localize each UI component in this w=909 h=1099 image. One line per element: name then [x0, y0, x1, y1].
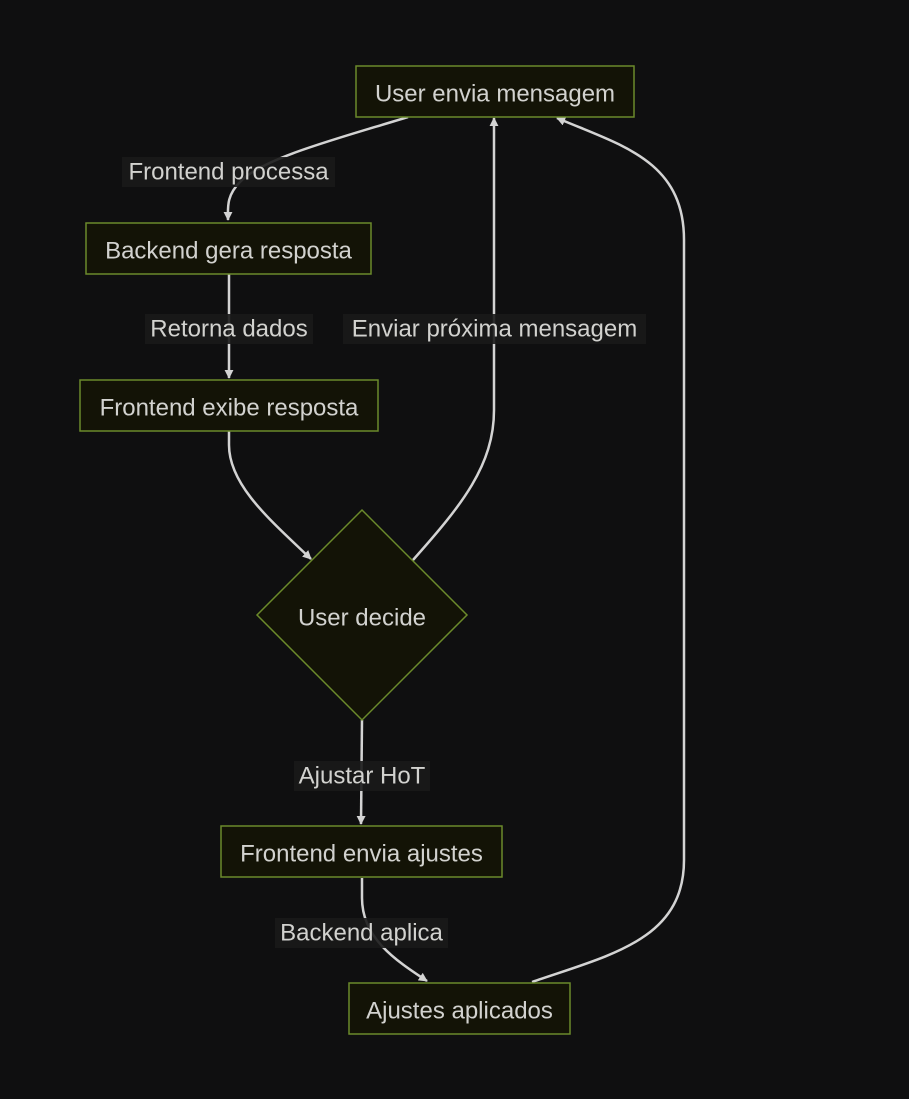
node-user-sends-message: User envia mensagem: [355, 65, 635, 118]
edge-labels: Frontend processa Retorna dados Enviar p…: [122, 157, 646, 948]
node-label-frontend-shows-response: Frontend exibe resposta: [100, 395, 359, 422]
edge-to-decision: [227, 431, 312, 560]
edge-label-returns-data: Retorna dados: [150, 316, 307, 343]
node-adjustments-applied: Ajustes aplicados: [348, 982, 571, 1035]
edge-label-send-next-message: Enviar próxima mensagem: [352, 316, 637, 343]
edge-label-frontend-processes: Frontend processa: [128, 159, 329, 186]
edge-send-next-message: [412, 117, 499, 561]
node-label-adjustments-applied: Ajustes aplicados: [366, 998, 553, 1025]
edge-label-backend-applies: Backend aplica: [280, 920, 443, 947]
decision-user-decides: User decide: [255, 508, 469, 722]
nodes: User envia mensagem Backend gera respost…: [79, 65, 635, 1035]
decision-label-user-decides: User decide: [298, 605, 426, 632]
edge-loop-back: [531, 116, 686, 984]
node-label-frontend-sends-adjustments: Frontend envia ajustes: [240, 841, 483, 868]
node-label-backend-generates-response: Backend gera resposta: [105, 238, 352, 265]
node-frontend-shows-response: Frontend exibe resposta: [79, 379, 379, 432]
node-backend-generates-response: Backend gera resposta: [85, 222, 372, 275]
node-label-user-sends-message: User envia mensagem: [375, 81, 615, 108]
node-frontend-sends-adjustments: Frontend envia ajustes: [220, 825, 503, 878]
edge-label-adjust-hot: Ajustar HoT: [299, 763, 426, 790]
